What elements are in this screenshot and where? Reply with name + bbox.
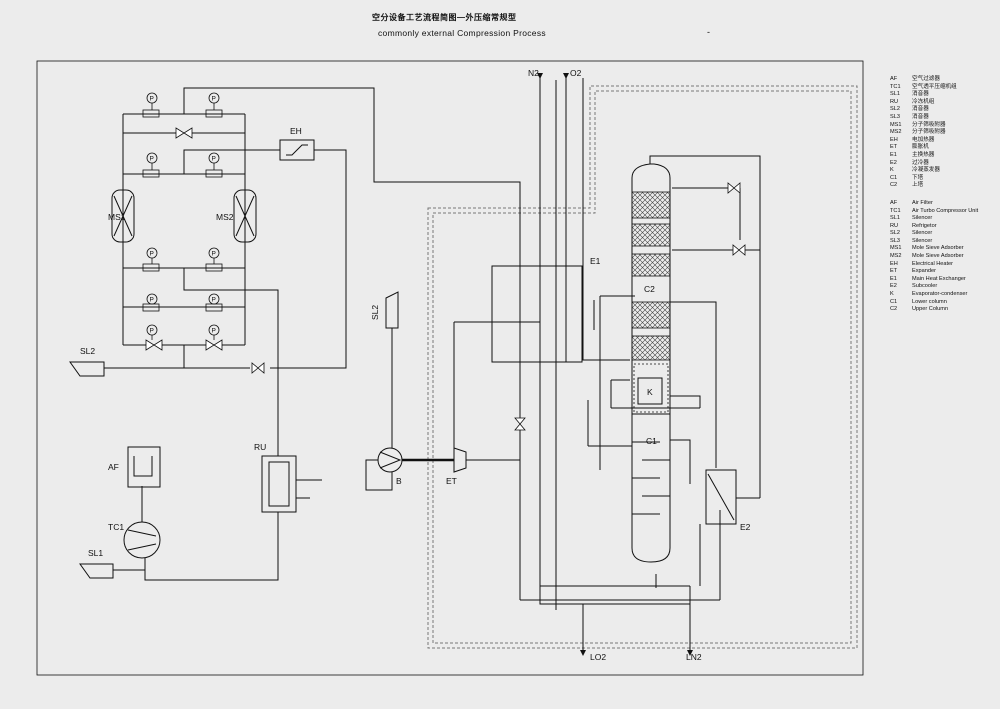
drawing-frame — [36, 60, 864, 676]
k-condenser — [637, 377, 663, 405]
label-sl2: SL2 — [80, 346, 95, 356]
diagram-subtitle-en: commonly external Compression Process — [378, 28, 546, 38]
pressure-gauges — [142, 92, 223, 340]
label-ru: RU — [254, 442, 266, 452]
label-et: ET — [446, 476, 457, 486]
svg-text:P: P — [150, 96, 154, 103]
svg-text:P: P — [212, 328, 216, 335]
label-sl2-vertical: SL2 — [370, 305, 380, 320]
packing-sections — [631, 191, 671, 413]
svg-text:P: P — [150, 297, 154, 304]
svg-text:P: P — [150, 251, 154, 258]
label-eh: EH — [290, 126, 302, 136]
sl2-silencer-top — [385, 291, 399, 329]
cold-box-outer — [427, 85, 858, 649]
eh-heater — [279, 139, 315, 161]
af-filter — [127, 446, 161, 488]
svg-text:P: P — [212, 251, 216, 258]
label-tc1: TC1 — [108, 522, 124, 532]
svg-text:P: P — [150, 156, 154, 163]
svg-text:P: P — [212, 96, 216, 103]
e1-main-exchanger — [491, 265, 583, 363]
cold-box-inner — [432, 90, 852, 644]
label-c2: C2 — [644, 284, 655, 294]
diagram-title-cn: 空分设备工艺流程简图—外压缩常规型 — [372, 13, 517, 22]
sl1-silencer — [79, 563, 114, 579]
label-k: K — [647, 387, 653, 397]
valves — [145, 127, 746, 431]
distillation-column — [631, 163, 671, 563]
et-expander — [453, 447, 467, 473]
label-o2: O2 — [570, 68, 582, 78]
e2-subcooler — [705, 469, 737, 525]
svg-text:P: P — [212, 297, 216, 304]
gauge-labels: P P P P P P P P P P — [150, 96, 216, 335]
label-ms1: MS1 — [108, 212, 126, 222]
label-af: AF — [108, 462, 119, 472]
label-n2: N2 — [528, 68, 539, 78]
label-b: B — [396, 476, 402, 486]
svg-text:P: P — [212, 156, 216, 163]
ms1-vessel — [111, 189, 135, 243]
ru-refrigerator — [261, 455, 297, 513]
label-ln2: LN2 — [686, 652, 702, 662]
ms2-vessel — [233, 189, 257, 243]
label-e1: E1 — [590, 256, 601, 266]
svg-text:P: P — [150, 328, 154, 335]
sl2-silencer-left — [69, 361, 105, 377]
label-e2: E2 — [740, 522, 751, 532]
header-dash: - — [707, 27, 710, 37]
b-booster — [377, 447, 403, 473]
label-ms2: MS2 — [216, 212, 234, 222]
label-c1: C1 — [646, 436, 657, 446]
label-lo2: LO2 — [590, 652, 606, 662]
label-sl1: SL1 — [88, 548, 103, 558]
tc1-compressor — [123, 521, 161, 559]
